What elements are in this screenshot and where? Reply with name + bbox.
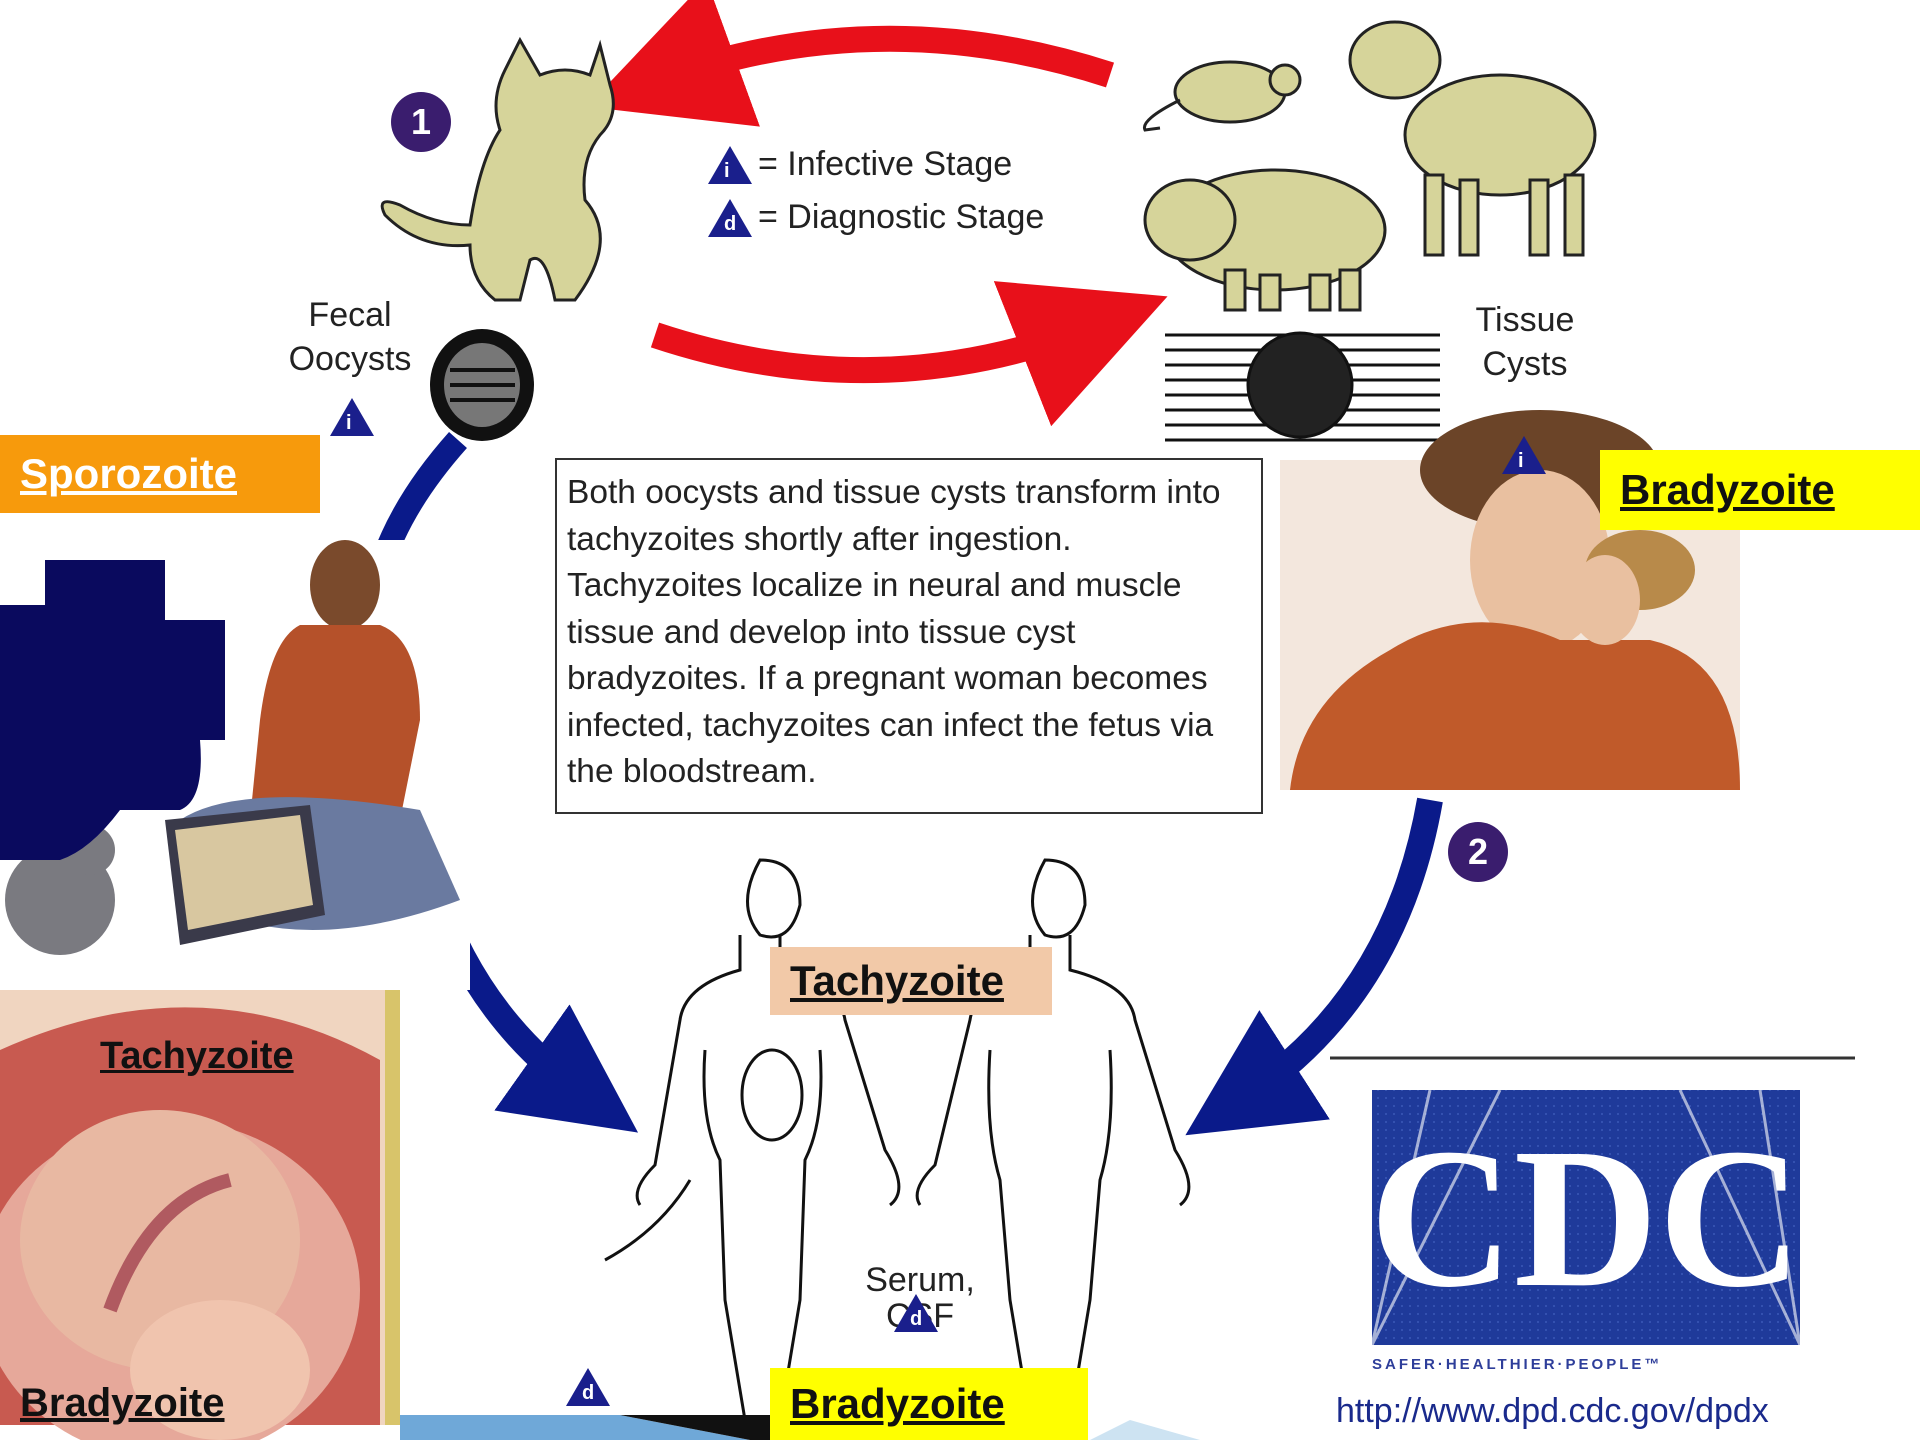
cdc-url[interactable]: http://www.dpd.cdc.gov/dpdx	[1336, 1392, 1769, 1431]
legend-infective: i = Infective Stage	[708, 145, 1012, 184]
fecal-oocysts-label: Fecal Oocysts	[270, 293, 430, 381]
oocyst-illustration	[430, 329, 534, 441]
serum-diagnostic-icon: d	[894, 1294, 938, 1332]
sheep-illustration	[1350, 22, 1595, 255]
red-arrow-top	[660, 39, 1110, 80]
bradyzoite-tag-left: Bradyzoite	[0, 1375, 280, 1431]
step-2-circle: 2	[1448, 822, 1508, 882]
cat-illustration	[382, 40, 613, 300]
step-1-circle: 1	[391, 92, 451, 152]
red-arrow-bottom	[655, 325, 1095, 370]
cdc-logo-text: CDC	[1369, 1108, 1802, 1329]
mouse-illustration	[1144, 62, 1300, 130]
tissue-cyst-infective-icon: i	[1502, 436, 1546, 474]
fetus-diagnostic-icon: d	[566, 1368, 610, 1406]
pig-illustration	[1145, 170, 1385, 310]
tissue-cyst-illustration	[1165, 333, 1440, 440]
blue-arrow-eating-to-human	[1240, 800, 1430, 1100]
legend-diagnostic-text: = Diagnostic Stage	[758, 198, 1044, 237]
cdc-tagline: SAFER·HEALTHIER·PEOPLE™	[1372, 1356, 1662, 1373]
oocyst-infective-icon: i	[330, 398, 374, 436]
infective-stage-icon: i	[708, 146, 752, 184]
sporozoite-tag: Sporozoite	[0, 435, 320, 513]
tachyzoite-tag-center: Tachyzoite	[770, 947, 1052, 1015]
legend-infective-text: = Infective Stage	[758, 145, 1012, 184]
bradyzoite-tag-bottom: Bradyzoite	[770, 1368, 1088, 1440]
info-text-box: Both oocysts and tissue cysts transform …	[555, 458, 1263, 814]
tachyzoite-tag-left: Tachyzoite	[80, 1028, 340, 1084]
bradyzoite-tag-right: Bradyzoite	[1600, 450, 1920, 530]
tissue-cysts-label: Tissue Cysts	[1445, 298, 1605, 386]
legend-diagnostic: d = Diagnostic Stage	[708, 198, 1044, 237]
diagnostic-stage-icon: d	[708, 199, 752, 237]
